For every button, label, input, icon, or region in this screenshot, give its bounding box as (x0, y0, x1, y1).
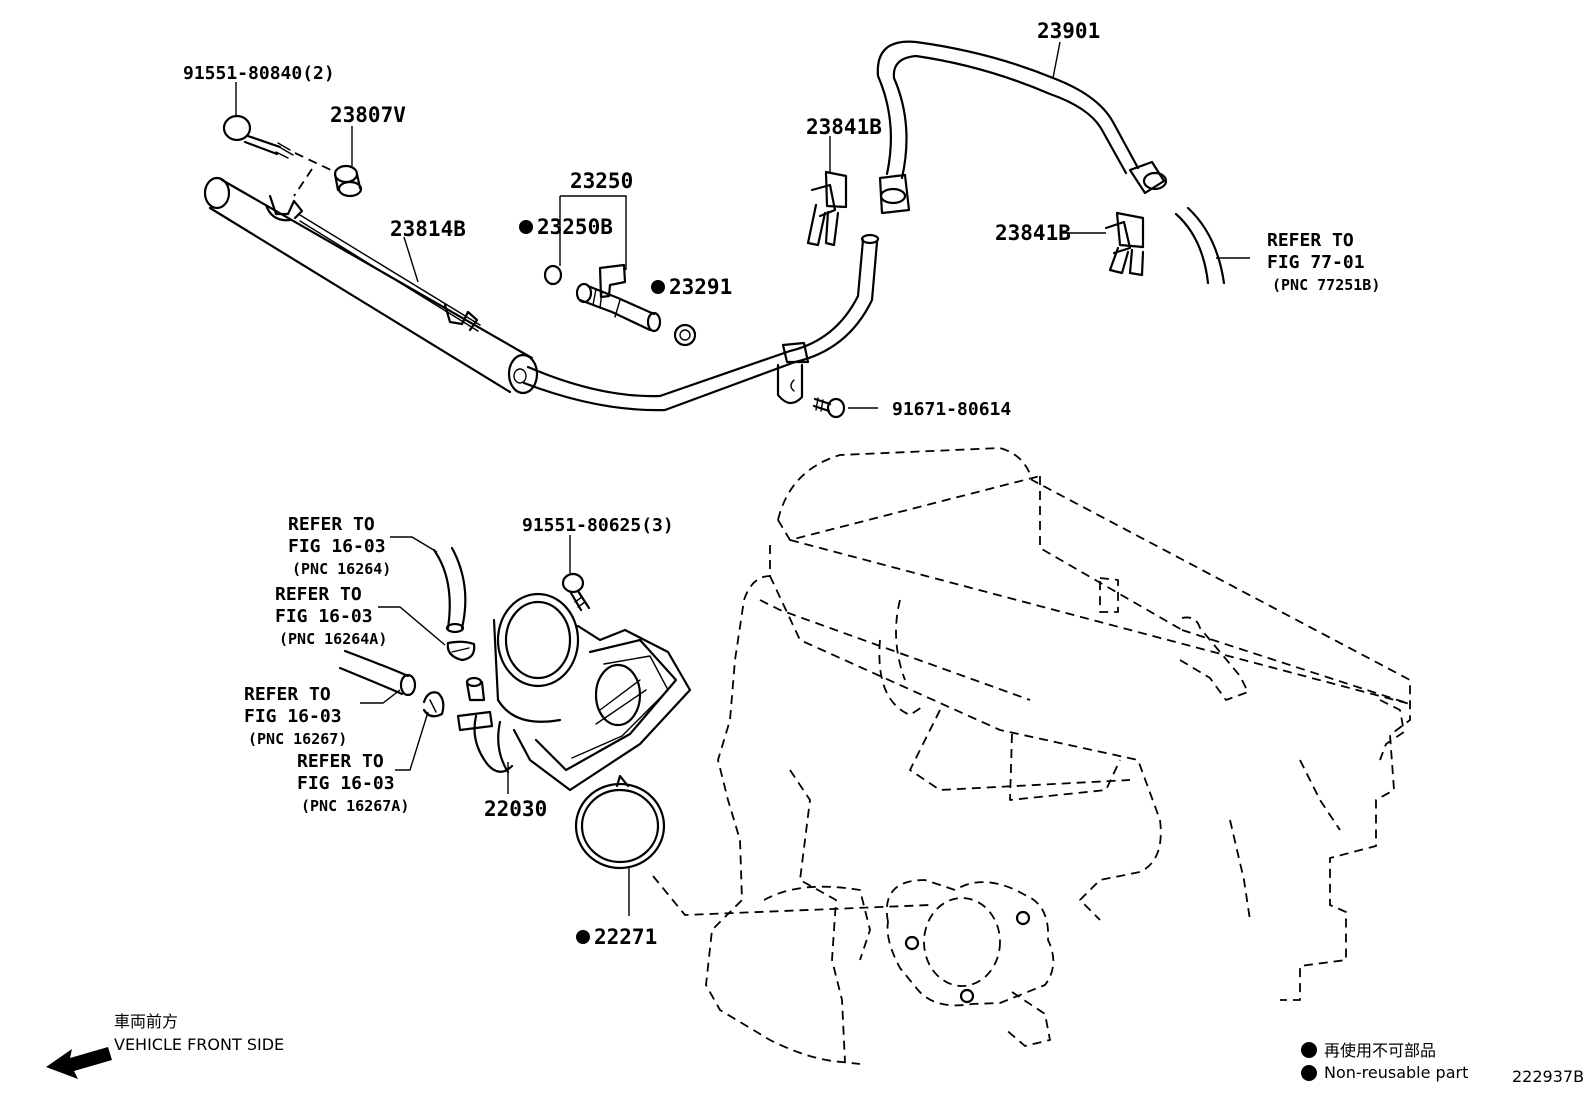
svg-text:(PNC 16264): (PNC 16264) (292, 560, 391, 578)
non-reusable-dot-icon (519, 220, 533, 234)
o-ring-23250b[interactable] (543, 264, 563, 286)
label-spacer: 23807V (330, 103, 406, 127)
diagram-id: 222937B (1512, 1067, 1584, 1086)
label-bolt-throttle: 91551-80625(3) (522, 515, 674, 536)
label-o-ring: 23250B (537, 215, 613, 239)
svg-text:(PNC 16267): (PNC 16267) (248, 730, 347, 748)
bolt-91551-80625[interactable] (561, 572, 591, 612)
bolt-91551-80840[interactable] (222, 114, 294, 159)
label-bolt-top: 91551-80840(2) (183, 63, 335, 84)
front-arrow-icon (46, 1047, 112, 1079)
label-injector-set: 23250 (570, 169, 633, 193)
label-insulator: 23291 (669, 275, 732, 299)
clip-pnc-16267a (422, 691, 445, 718)
delivery-pipe-23814b[interactable] (203, 176, 539, 395)
svg-text:FIG 16-03: FIG 16-03 (275, 606, 373, 627)
legend-dot-icon (1301, 1065, 1317, 1081)
engine-throttle-flange (885, 879, 1055, 1047)
gasket-mount-dashline (652, 875, 931, 916)
vehicle-front-indicator: 車両前方 VEHICLE FRONT SIDE (46, 1012, 284, 1079)
label-clamp-left: 23841B (806, 115, 882, 139)
svg-text:FIG 77-01: FIG 77-01 (1267, 252, 1365, 273)
clamp-23841b-left[interactable] (806, 170, 848, 247)
hose-pnc-16267 (338, 649, 417, 697)
legend-en: Non-reusable part (1324, 1063, 1468, 1082)
engine-outline (705, 447, 1411, 1065)
legend-ja: 再使用不可部品 (1324, 1041, 1436, 1060)
throttle-body-22030[interactable] (456, 592, 692, 792)
gasket-22271[interactable] (574, 774, 666, 870)
svg-text:FIG 16-03: FIG 16-03 (297, 773, 395, 794)
svg-text:(PNC 77251B): (PNC 77251B) (1272, 276, 1380, 294)
svg-text:(PNC 16264A): (PNC 16264A) (279, 630, 387, 648)
svg-text:FIG 16-03: FIG 16-03 (244, 706, 342, 727)
assembly-dashline-top (294, 152, 336, 173)
spacer-23807v[interactable] (333, 164, 363, 198)
svg-text:REFER TO: REFER TO (288, 514, 375, 535)
legend: 再使用不可部品 Non-reusable part (1301, 1041, 1468, 1082)
label-gasket: 22271 (594, 925, 657, 949)
non-reusable-dot-icon (651, 280, 665, 294)
insulator-23291[interactable] (673, 323, 697, 347)
injector-23250[interactable] (575, 263, 662, 333)
leader-lines (235, 41, 1250, 916)
front-label-en: VEHICLE FRONT SIDE (114, 1035, 284, 1054)
label-bolt-bracket: 91671-80614 (892, 399, 1011, 420)
label-clamp-right: 23841B (995, 221, 1071, 245)
svg-text:REFER TO: REFER TO (297, 751, 384, 772)
svg-text:REFER TO: REFER TO (1267, 230, 1354, 251)
front-label-ja: 車両前方 (114, 1012, 178, 1031)
legend-dot-icon (1301, 1042, 1317, 1058)
label-fuel-hose: 23901 (1037, 19, 1100, 43)
non-reusable-dot-icon (576, 930, 590, 944)
clip-pnc-16264a (446, 640, 476, 662)
fuel-hose-23901[interactable] (876, 40, 1168, 215)
label-throttle-body: 22030 (484, 797, 547, 821)
assembly-dashline-left (293, 168, 313, 197)
refer-note-16264a: REFER TO FIG 16-03 (PNC 16264A) (275, 584, 387, 648)
svg-text:REFER TO: REFER TO (244, 684, 331, 705)
clamp-23841b-right[interactable] (1104, 211, 1145, 277)
refer-note-77-01: REFER TO FIG 77-01 (PNC 77251B) (1267, 230, 1380, 294)
svg-text:FIG 16-03: FIG 16-03 (288, 536, 386, 557)
hose-pnc-16264 (432, 546, 467, 634)
bolt-91671-80614[interactable] (812, 397, 846, 419)
refer-note-16267: REFER TO FIG 16-03 (PNC 16267) (244, 684, 347, 748)
refer-note-16264: REFER TO FIG 16-03 (PNC 16264) (288, 514, 391, 578)
fuel-line-ref-77-01 (1174, 206, 1226, 285)
fuel-return-tube[interactable] (522, 233, 880, 412)
svg-text:REFER TO: REFER TO (275, 584, 362, 605)
refer-note-16267a: REFER TO FIG 16-03 (PNC 16267A) (297, 751, 409, 815)
label-delivery-pipe: 23814B (390, 217, 466, 241)
svg-text:(PNC 16267A): (PNC 16267A) (301, 797, 409, 815)
